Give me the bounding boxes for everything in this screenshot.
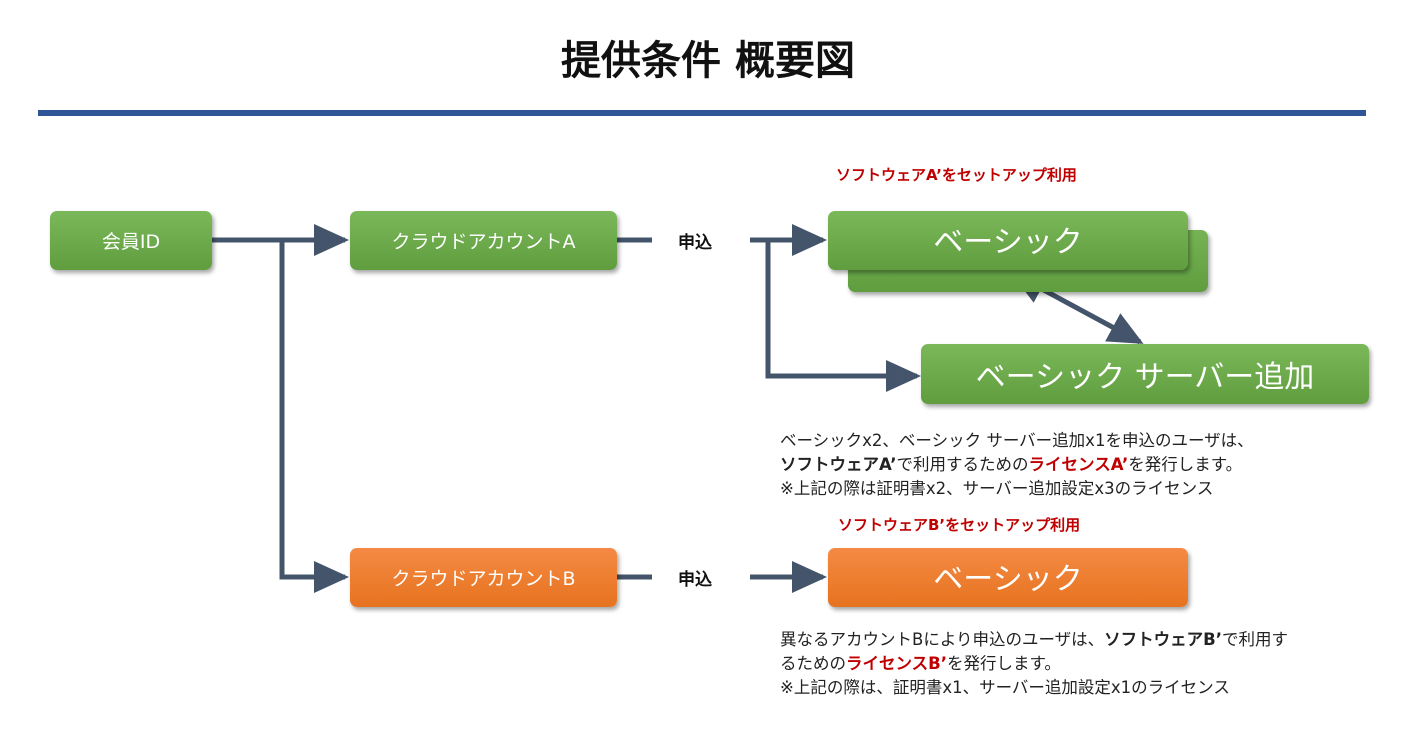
setup-label-a: ソフトウェアA’をセットアップ利用 bbox=[836, 166, 1077, 184]
basic-server-add-box: ベーシック サーバー追加 bbox=[921, 344, 1369, 404]
basic-b-label: ベーシック bbox=[933, 562, 1083, 597]
basic-a-box: ベーシック bbox=[828, 211, 1188, 270]
software-a-name: ソフトウェアA’ bbox=[780, 455, 897, 474]
software-b-name: ソフトウェアB’ bbox=[1104, 630, 1223, 649]
basic-b-box: ベーシック bbox=[828, 548, 1188, 607]
arrow-member-to-account-b bbox=[279, 240, 350, 593]
account-b-box: クラウドアカウントB bbox=[350, 548, 617, 607]
basic-server-add-label: ベーシック サーバー追加 bbox=[975, 360, 1315, 395]
description-b-line3: ※上記の際は、証明書x1、サーバー追加設定x1のライセンス bbox=[780, 678, 1230, 697]
description-b-line1: 異なるアカウントBにより申込のユーザは、ソフトウェアB’で利用す bbox=[780, 630, 1289, 649]
description-b-line2: るためのライセンスB’を発行します。 bbox=[780, 654, 1061, 673]
basic-a-label: ベーシック bbox=[933, 225, 1083, 260]
member-id-label: 会員ID bbox=[101, 231, 161, 253]
account-b-label: クラウドアカウントB bbox=[391, 568, 576, 590]
apply-label-b: 申込 bbox=[678, 570, 712, 590]
arrow-apply-to-server-add bbox=[765, 240, 922, 392]
description-a-line1: ベーシックx2、ベーシック サーバー追加x1を申込のユーザは、 bbox=[780, 431, 1254, 450]
member-id-box: 会員ID bbox=[50, 211, 212, 270]
account-a-box: クラウドアカウントA bbox=[350, 211, 617, 270]
description-a-line3: ※上記の際は証明書x2、サーバー追加設定x3のライセンス bbox=[780, 479, 1214, 498]
license-b-name: ライセンスB’ bbox=[846, 654, 948, 673]
description-a: ベーシックx2、ベーシック サーバー追加x1を申込のユーザは、 ソフトウェアA’… bbox=[780, 429, 1254, 501]
account-a-label: クラウドアカウントA bbox=[391, 231, 576, 253]
title-underline bbox=[38, 110, 1366, 116]
license-a-name: ライセンスA’ bbox=[1028, 455, 1129, 474]
setup-label-b: ソフトウェアB’をセットアップ利用 bbox=[838, 516, 1081, 534]
apply-label-a: 申込 bbox=[678, 233, 712, 253]
description-a-line2: ソフトウェアA’で利用するためのライセンスA’を発行します。 bbox=[780, 455, 1243, 474]
description-b: 異なるアカウントBにより申込のユーザは、ソフトウェアB’で利用す るためのライセ… bbox=[780, 628, 1288, 700]
diagram-title: 提供条件 概要図 bbox=[561, 38, 855, 84]
